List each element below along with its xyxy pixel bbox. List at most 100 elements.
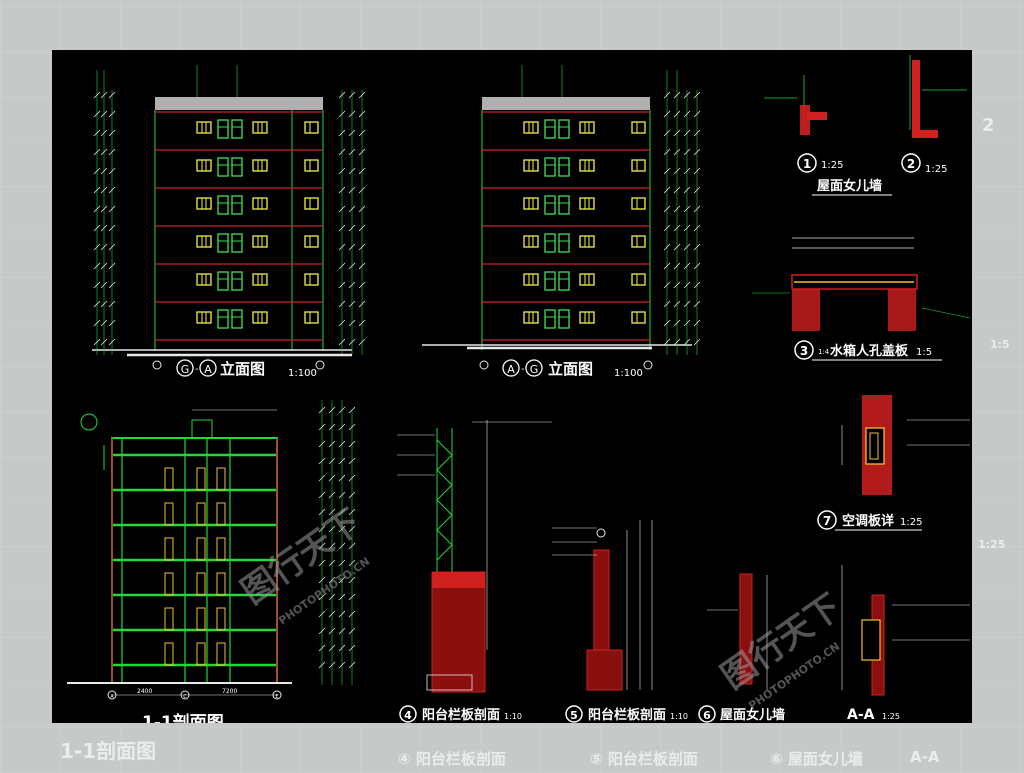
window-side: [631, 197, 646, 210]
detail-tank-cover: 3 1:4 水箱人孔盖板 1:5: [752, 237, 971, 361]
door-opening: [164, 467, 174, 491]
dimension-tick: [348, 559, 356, 567]
detail2-scale: 1:25: [925, 164, 947, 175]
dimension-tick: [93, 186, 101, 194]
dimension-tick: [328, 525, 336, 533]
dimension-tick: [693, 129, 701, 137]
dimension-tick: [693, 300, 701, 308]
dimension-ticks-left-right-side: [338, 91, 366, 346]
window-tall: [558, 271, 570, 291]
dimension-tick: [338, 627, 346, 635]
window-side: [631, 235, 646, 248]
window-side: [304, 121, 319, 134]
svg-text:E: E: [275, 694, 278, 700]
ghost-detail5-title: ⑤ 阳台栏板剖面: [590, 750, 698, 768]
dimension-tick: [683, 167, 691, 175]
dimension-tick: [318, 576, 326, 584]
detail5-scale: 1:10: [670, 712, 688, 721]
dimension-tick: [693, 148, 701, 156]
dimension-tick: [673, 243, 681, 251]
window-small: [523, 235, 539, 248]
dimension-tick: [338, 661, 346, 669]
window-small: [523, 121, 539, 134]
dimension-tick: [108, 224, 116, 232]
dimension-tick: [683, 281, 691, 289]
dimension-tick: [93, 91, 101, 99]
axis-label-g: G: [181, 363, 190, 376]
dimension-tick: [108, 205, 116, 213]
dimension-ticks-right: [663, 91, 701, 346]
detail4-number: 4: [404, 709, 412, 722]
section-1-1: 2400 7200 A C E 1-1剖面图: [67, 400, 356, 723]
dimension-tick: [673, 91, 681, 99]
dimension-tick: [328, 457, 336, 465]
dimension-tick: [673, 224, 681, 232]
aa-scale: 1:25: [882, 712, 900, 721]
svg-text:C: C: [183, 694, 187, 700]
dimension-tick: [93, 338, 101, 346]
dimension-tick: [93, 148, 101, 156]
dimension-tick: [348, 281, 356, 289]
dimension-tick: [93, 281, 101, 289]
window-side: [304, 235, 319, 248]
dimension-tick: [673, 205, 681, 213]
dimension-tick: [683, 148, 691, 156]
window-small: [196, 121, 212, 134]
door-opening: [164, 572, 174, 596]
ghost-section-title: 1-1剖面图: [60, 739, 157, 763]
dimension-tick: [673, 186, 681, 194]
window-tall: [217, 119, 229, 139]
watermark-logo-text-1: 图行天下: [234, 502, 368, 613]
dimension-tick: [338, 262, 346, 270]
dimension-tick: [663, 186, 671, 194]
dimension-tick: [348, 319, 356, 327]
dimension-tick: [348, 576, 356, 584]
dimension-tick: [318, 661, 326, 669]
dimension-tick: [100, 110, 108, 118]
dimension-tick: [348, 525, 356, 533]
dimension-tick: [348, 243, 356, 251]
dimension-tick: [328, 508, 336, 516]
dimension-tick: [93, 300, 101, 308]
dimension-tick: [338, 110, 346, 118]
dimension-tick: [693, 205, 701, 213]
dimension-tick: [100, 338, 108, 346]
dimension-tick: [338, 281, 346, 289]
window-tall: [558, 157, 570, 177]
axis-label-g-right: G: [530, 363, 539, 376]
ghost-right-scale: 1:5: [990, 338, 1010, 351]
dimension-tick: [663, 205, 671, 213]
dimension-tick: [318, 406, 326, 414]
windows-left: [196, 119, 319, 329]
dimension-tick: [338, 205, 346, 213]
windows-right: [523, 119, 646, 329]
dimension-tick: [318, 440, 326, 448]
dimension-tick: [683, 338, 691, 346]
dimension-tick: [318, 593, 326, 601]
axis-circle-a: [199, 359, 217, 377]
detail-ac-board: 7 空调板详 1:25: [817, 395, 970, 531]
ghost-aa-title: A-A: [910, 748, 940, 766]
dimension-tick: [663, 319, 671, 327]
dimension-tick: [338, 338, 346, 346]
dimension-tick: [683, 186, 691, 194]
dimension-tick: [318, 542, 326, 550]
window-small: [579, 273, 595, 286]
detail7-number: 7: [823, 514, 831, 528]
dimension-tick: [663, 91, 671, 99]
window-small: [523, 311, 539, 324]
detail6-number: 6: [703, 709, 711, 722]
axis-label-a-right: A: [507, 363, 515, 376]
dimension-tick: [328, 627, 336, 635]
window-small: [252, 311, 268, 324]
dimension-tick: [100, 186, 108, 194]
detail6-title: 屋面女儿墙: [720, 707, 785, 723]
detail2-number: 2: [907, 157, 915, 171]
dimension-tick: [693, 224, 701, 232]
dimension-tick: [348, 91, 356, 99]
window-tall: [231, 119, 243, 139]
door-opening: [164, 537, 174, 561]
window-tall: [544, 119, 556, 139]
dimension-tick: [348, 167, 356, 175]
dimension-tick: [108, 243, 116, 251]
